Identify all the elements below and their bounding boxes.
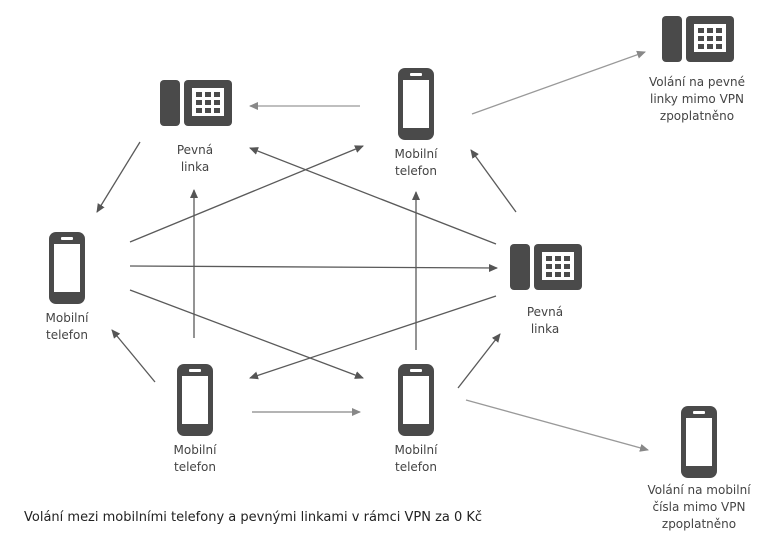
node-label-line1: Mobilní bbox=[394, 147, 438, 161]
arrow-mobilebottomcenter-to-external-mobile bbox=[465, 399, 649, 452]
arrow-landlineright-to-landline bbox=[249, 147, 497, 245]
desk-phone-icon bbox=[510, 244, 582, 290]
arrow-landlineright-to-mobiletop bbox=[470, 149, 517, 213]
node-external-landline: Volání na pevné linky mimo VPN zpoplatně… bbox=[636, 8, 758, 125]
arrow-mobileleft-to-landlineright bbox=[129, 263, 498, 272]
mobile-phone-icon bbox=[49, 232, 85, 304]
arrow-mobileleft-to-mobiletop bbox=[129, 145, 364, 243]
node-label-line3: zpoplatněno bbox=[659, 109, 735, 123]
node-label-line2: telefon bbox=[46, 328, 88, 342]
node-mobile-bottom-left: Mobilní telefon bbox=[150, 362, 240, 476]
diagram-caption: Volání mezi mobilními telefony a pevnými… bbox=[24, 510, 483, 525]
node-label-line2: linka bbox=[530, 322, 560, 336]
node-label-line2: telefon bbox=[174, 460, 216, 474]
arrow-mobilebottomleft-to-mobileleft bbox=[111, 329, 156, 383]
mobile-phone-icon bbox=[398, 364, 434, 436]
arrows bbox=[96, 50, 649, 452]
node-label-line1: Pevná bbox=[176, 143, 214, 157]
node-label-line2: linky mimo VPN bbox=[649, 92, 744, 106]
node-external-mobile: Volání na mobilní čísla mimo VPN zpoplat… bbox=[636, 404, 762, 533]
node-label-line1: Mobilní bbox=[173, 443, 217, 457]
node-label-line1: Pevná bbox=[526, 305, 564, 319]
mobile-phone-icon bbox=[177, 364, 213, 436]
arrow-mobiletop-to-external-landline bbox=[471, 50, 646, 115]
desk-phone-icon bbox=[160, 80, 232, 126]
node-label-line3: zpoplatněno bbox=[661, 517, 737, 531]
mobile-phone-icon bbox=[398, 68, 434, 140]
arrow-landline-to-mobileleft bbox=[96, 141, 141, 213]
node-label-line1: Mobilní bbox=[45, 311, 89, 325]
node-label-line1: Volání na mobilní bbox=[647, 483, 751, 497]
node-mobile-left: Mobilní telefon bbox=[22, 230, 112, 344]
arrow-landlineright-to-mobilebottomleft bbox=[249, 295, 497, 380]
node-label-line2: telefon bbox=[395, 164, 437, 178]
node-label-line2: linka bbox=[180, 160, 210, 174]
node-label-line1: Mobilní bbox=[394, 443, 438, 457]
arrow-mobilebottomcenter-to-landlineright bbox=[457, 333, 501, 389]
node-label-line1: Volání na pevné bbox=[649, 75, 745, 89]
node-landline-top-left: Pevná linka bbox=[150, 72, 240, 176]
desk-phone-icon bbox=[662, 16, 734, 62]
mobile-phone-icon bbox=[681, 406, 717, 478]
arrow-mobileleft-to-mobilebottomcenter bbox=[129, 289, 364, 379]
node-label-line2: telefon bbox=[395, 460, 437, 474]
node-landline-right: Pevná linka bbox=[500, 236, 590, 338]
node-mobile-bottom-center: Mobilní telefon bbox=[370, 362, 462, 476]
node-mobile-top-center: Mobilní telefon bbox=[370, 66, 462, 180]
node-label-line2: čísla mimo VPN bbox=[652, 500, 746, 514]
